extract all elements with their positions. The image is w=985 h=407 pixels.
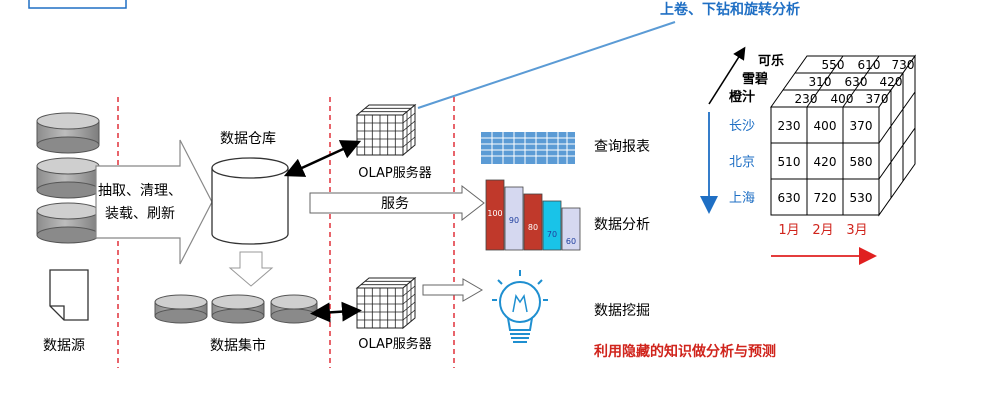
etl-label-line2: 装载、刷新 — [105, 206, 175, 222]
cell-r3c1: 630 — [778, 191, 801, 205]
drink-label-2: 雪碧 — [742, 71, 768, 87]
cube-top-values: 550 610 730 310 630 420 230 400 370 — [795, 58, 915, 106]
etl-arrow — [95, 139, 213, 265]
document-icon — [49, 269, 89, 321]
city-label-2: 北京 — [729, 155, 755, 170]
drink-label-3: 橙汁 — [729, 89, 755, 105]
cell-r3c3: 530 — [850, 191, 873, 205]
top-row2-col3: 420 — [880, 75, 903, 89]
month-label-3: 3月 — [846, 223, 867, 238]
analysis-bar — [504, 186, 524, 251]
top-row2-col2: 630 — [845, 75, 868, 89]
mining-arrow — [422, 278, 483, 302]
service-label: 服务 — [381, 196, 409, 212]
month-label-1: 1月 — [778, 223, 799, 238]
service-arrow — [309, 184, 485, 222]
mart-olap-double-arrow — [310, 301, 362, 323]
drink-label-1: 可乐 — [758, 53, 784, 69]
top-row1-col2: 610 — [858, 58, 881, 72]
city-label-1: 长沙 — [729, 119, 755, 134]
analysis-bar-label: 100 — [487, 209, 502, 218]
month-label-2: 2月 — [812, 223, 833, 238]
cell-r2c1: 510 — [778, 155, 801, 169]
data-source-label: 数据源 — [43, 338, 85, 354]
month-labels: 1月 2月 3月 — [778, 223, 867, 238]
city-label-3: 上海 — [729, 191, 755, 206]
data-cube — [770, 54, 916, 217]
analysis-bar-label: 80 — [528, 223, 538, 232]
warehouse-label: 数据仓库 — [220, 131, 276, 147]
top-row3-col3: 370 — [866, 92, 889, 106]
cell-r1c2: 400 — [814, 119, 837, 133]
data-source-drums — [36, 112, 100, 244]
title-frame-corner — [28, 0, 127, 9]
rollup-caption: 上卷、下钻和旋转分析 — [660, 1, 800, 18]
top-row3-col2: 400 — [831, 92, 854, 106]
data-analysis-label: 数据分析 — [594, 217, 650, 233]
cell-r2c3: 580 — [850, 155, 873, 169]
rollup-pointer-line — [417, 21, 676, 109]
cell-r1c1: 230 — [778, 119, 801, 133]
olap-top-label: OLAP服务器 — [358, 165, 432, 181]
data-mart-drums — [154, 294, 318, 324]
analysis-bar — [542, 200, 562, 251]
mining-note: 利用隐藏的知识做分析与预测 — [594, 343, 776, 360]
top-row1-col3: 730 — [892, 58, 915, 72]
report-table-icon — [481, 132, 575, 164]
cube-front-values: 230 400 370 510 420 580 630 720 530 — [778, 119, 873, 205]
olap-bottom-label: OLAP服务器 — [358, 336, 432, 352]
cell-r1c3: 370 — [850, 119, 873, 133]
analysis-bar-label: 90 — [509, 216, 519, 225]
query-report-label: 查询报表 — [594, 139, 650, 155]
olap-server-cube-bottom — [355, 276, 417, 330]
data-warehouse-cylinder — [211, 157, 289, 245]
drink-axis-arrow — [708, 46, 746, 105]
top-row3-col1: 230 — [795, 92, 818, 106]
down-arrow — [228, 251, 274, 287]
analysis-bar-label: 70 — [547, 230, 557, 239]
analysis-bar — [523, 193, 543, 251]
analysis-bar — [561, 207, 581, 251]
analysis-bar-icon: 100 90 80 70 60 — [485, 179, 581, 251]
olap-server-cube-top — [355, 103, 417, 157]
cell-r2c2: 420 — [814, 155, 837, 169]
drink-labels: 可乐 雪碧 橙汁 — [729, 53, 784, 105]
cell-r3c2: 720 — [814, 191, 837, 205]
warehouse-olap-double-arrow — [283, 140, 362, 177]
etl-label-line1: 抽取、清理、 — [98, 183, 182, 199]
analysis-bar-label: 60 — [566, 237, 576, 246]
data-mart-label: 数据集市 — [210, 337, 266, 354]
top-row2-col1: 310 — [809, 75, 832, 89]
data-mining-label: 数据挖掘 — [594, 303, 650, 319]
city-labels: 长沙 北京 上海 — [729, 119, 755, 206]
lightbulb-icon — [492, 270, 548, 343]
top-row1-col1: 550 — [822, 58, 845, 72]
analysis-bar — [485, 179, 505, 251]
